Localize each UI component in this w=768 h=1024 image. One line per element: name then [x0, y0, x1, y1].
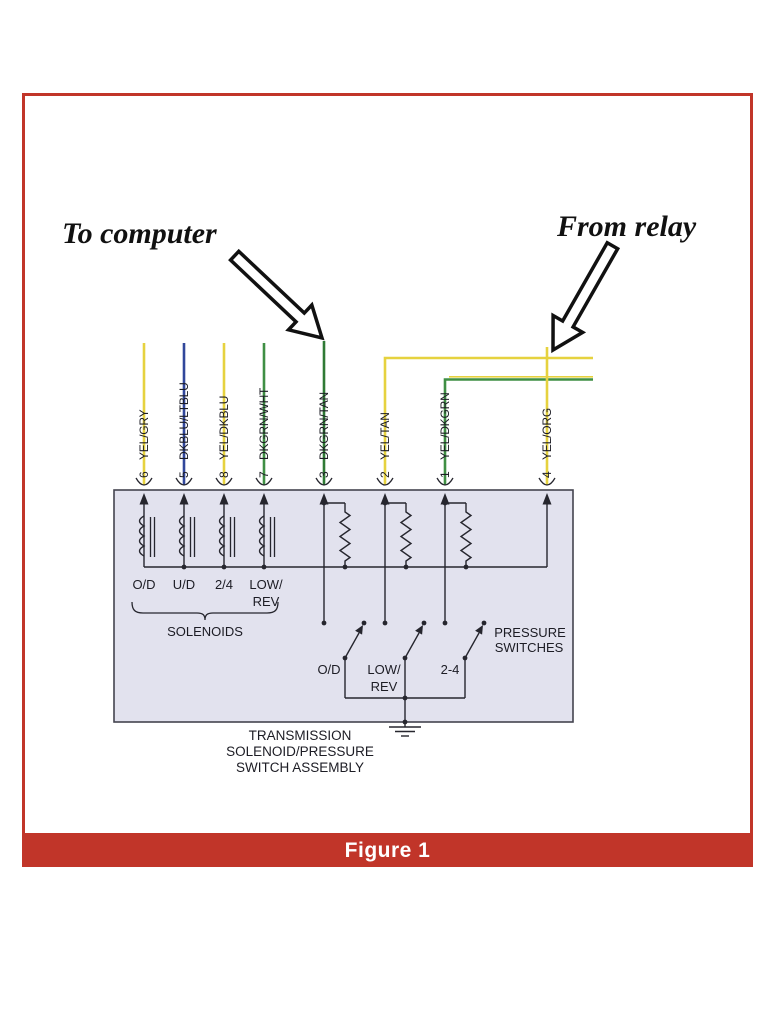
wire-label: YEL/DKGRN — [438, 392, 452, 460]
svg-text:SOLENOID/PRESSURE: SOLENOID/PRESSURE — [226, 744, 374, 759]
wire-yel-tan — [383, 356, 593, 485]
to-computer-label: To computer — [62, 217, 217, 250]
wire-label: YEL/TAN — [378, 412, 392, 460]
solenoid-label-ud: U/D — [173, 577, 195, 592]
svg-text:TRANSMISSION: TRANSMISSION — [249, 728, 352, 743]
pin-number: 5 — [177, 471, 191, 478]
to-computer-arrow — [221, 241, 336, 353]
switch-label-lowrev-2: REV — [371, 679, 398, 694]
switch-labels: O/D LOW/ REV 2-4 PRESSURE SWITCHES — [317, 625, 566, 694]
solenoid-label-lowrev: LOW/ — [249, 577, 283, 592]
harness-wires — [142, 341, 593, 485]
figure-caption-bar: Figure 1 — [22, 834, 753, 867]
pin-number: 8 — [217, 471, 231, 478]
pin-number: 2 — [378, 471, 392, 478]
svg-text:SWITCH ASSEMBLY: SWITCH ASSEMBLY — [236, 760, 364, 775]
switch-label-od: O/D — [317, 662, 340, 677]
pressure-switches-label-2: SWITCHES — [495, 640, 564, 655]
solenoid-label-24: 2/4 — [215, 577, 233, 592]
pin-number: 6 — [137, 471, 151, 478]
solenoids-group-label: SOLENOIDS — [167, 624, 243, 639]
wire-label: DKGRN/TAN — [317, 392, 331, 460]
pin-number: 3 — [317, 471, 331, 478]
solenoid-circuits — [138, 501, 276, 570]
from-relay-label: From relay — [556, 210, 697, 243]
solenoids-brace — [131, 601, 279, 621]
pin-number: 1 — [438, 471, 452, 478]
wire-label: DKBLU/LTBLU — [177, 382, 191, 460]
pressure-switches-label: PRESSURE — [494, 625, 566, 640]
switch-label-24: 2-4 — [441, 662, 460, 677]
wire-labels: YEL/GRY 6 DKBLU/LTBLU 5 YEL/DKBLU 8 DKGR… — [137, 382, 554, 478]
solenoid-label-lowrev-2: REV — [253, 594, 280, 609]
wire-label: YEL/GRY — [137, 409, 151, 460]
solenoid-label-od: O/D — [132, 577, 155, 592]
solenoid-labels: O/D U/D 2/4 LOW/ REV SOLENOIDS — [131, 577, 283, 639]
figure-caption: Figure 1 — [344, 838, 431, 862]
from-relay-arrow — [536, 235, 629, 361]
wire-label: YEL/DKBLU — [217, 396, 231, 460]
wire-label: YEL/ORG — [540, 408, 554, 460]
wire-yel-dkgrn — [443, 378, 593, 485]
ground-symbol — [389, 726, 421, 737]
assembly-caption: TRANSMISSION SOLENOID/PRESSURE SWITCH AS… — [226, 728, 374, 775]
switch-label-lowrev: LOW/ — [367, 662, 401, 677]
pin-number: 4 — [540, 471, 554, 478]
pin-number: 7 — [257, 471, 271, 478]
wire-label: DKGRN/WHT — [257, 387, 271, 460]
